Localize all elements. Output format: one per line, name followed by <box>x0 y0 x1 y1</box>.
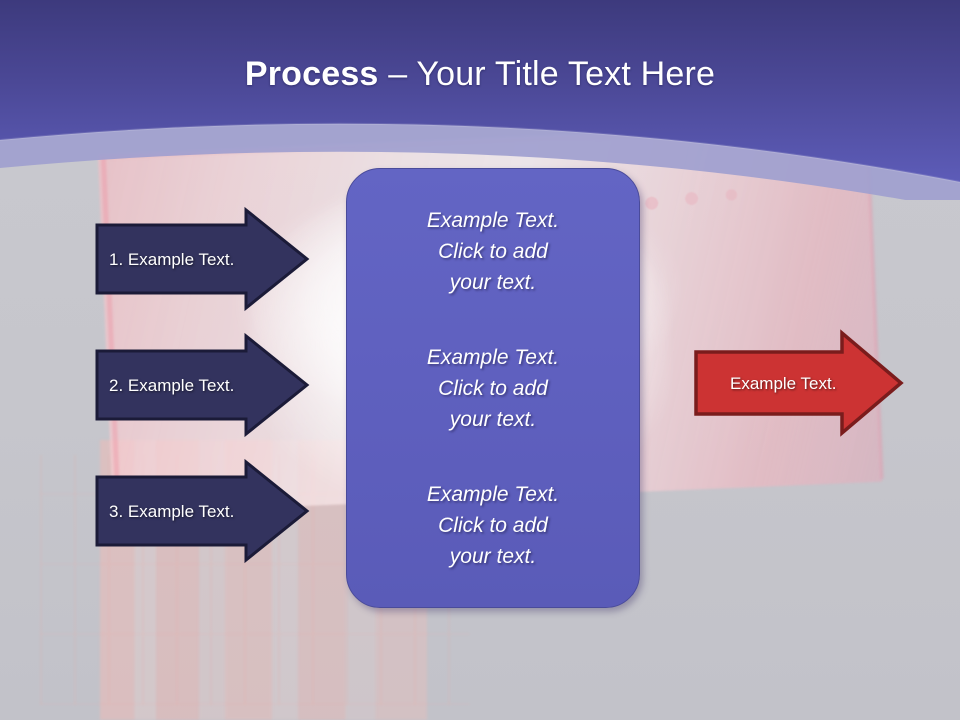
center-panel-paragraph-1: Example Text. Click to add your text. <box>426 208 560 294</box>
center-panel-paragraph-2: Example Text. Click to add your text. <box>426 345 560 431</box>
page-title-bold: Process <box>244 55 379 93</box>
process-arrow-2[interactable]: 2. Example Text. <box>95 332 310 438</box>
process-arrow-1-shape <box>95 206 310 312</box>
page-title-rest: – Your Title Text Here <box>378 55 716 93</box>
process-arrow-2-shape <box>95 332 310 438</box>
result-arrow[interactable]: Example Text. <box>694 329 904 437</box>
header-banner <box>0 0 960 200</box>
process-arrow-3-shape <box>95 458 310 564</box>
header-curve-highlight <box>0 122 960 183</box>
page-title: Process – Your Title Text Here <box>0 52 960 96</box>
result-arrow-shape <box>694 329 904 437</box>
process-arrow-3[interactable]: 3. Example Text. <box>95 458 310 564</box>
center-text-panel[interactable]: Example Text. Click to add your text. Ex… <box>346 168 640 608</box>
header-fill <box>0 0 960 182</box>
process-arrow-1[interactable]: 1. Example Text. <box>95 206 310 312</box>
center-panel-paragraph-3: Example Text. Click to add your text. <box>426 482 560 568</box>
